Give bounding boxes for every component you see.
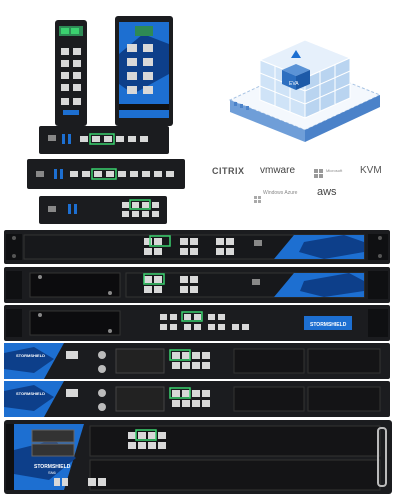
desktop-appliance-3 [39, 196, 167, 224]
rack-icon [234, 102, 249, 110]
din-rail-appliance-small [55, 20, 87, 126]
rack-appliance-1u-a [4, 230, 390, 264]
citrix-logo: CITRIX [212, 166, 245, 176]
desktop-appliance-1 [39, 126, 169, 154]
rack-appliance-2u: STORMSHIELD SN6 [4, 420, 392, 494]
rack-appliance-1u-e: STORMSHIELD [4, 381, 390, 417]
hypervisor-illustration: EVA HYPERVISOR [228, 39, 382, 142]
rack-appliance-1u-b [4, 267, 390, 303]
rack-appliance-1u-c: STORMSHIELD [4, 305, 390, 341]
platform-logos: CITRIX vmware Microsoft KVM Windows Azur… [210, 162, 390, 207]
brand-label: STORMSHIELD [34, 464, 71, 470]
microsoft-logo-text: Microsoft [326, 168, 343, 173]
brand-label: STORMSHIELD [310, 322, 347, 328]
rack-appliance-1u-d: STORMSHIELD [4, 343, 390, 379]
aws-logo: aws [317, 186, 337, 198]
model-label: SN6 [48, 470, 57, 475]
vm-cube [282, 50, 310, 90]
windows-azure-icon [254, 190, 261, 203]
microsoft-logo [314, 166, 324, 178]
vmware-logo: vmware [260, 165, 296, 176]
windows-azure-logo: Windows Azure [263, 190, 298, 196]
vm-label: EVA [289, 81, 299, 87]
brand-label: STORMSHIELD [16, 391, 45, 396]
desktop-appliance-2 [27, 159, 185, 189]
din-rail-appliance-large [115, 16, 173, 126]
brand-label: STORMSHIELD [16, 353, 45, 358]
kvm-logo: KVM [360, 165, 382, 176]
